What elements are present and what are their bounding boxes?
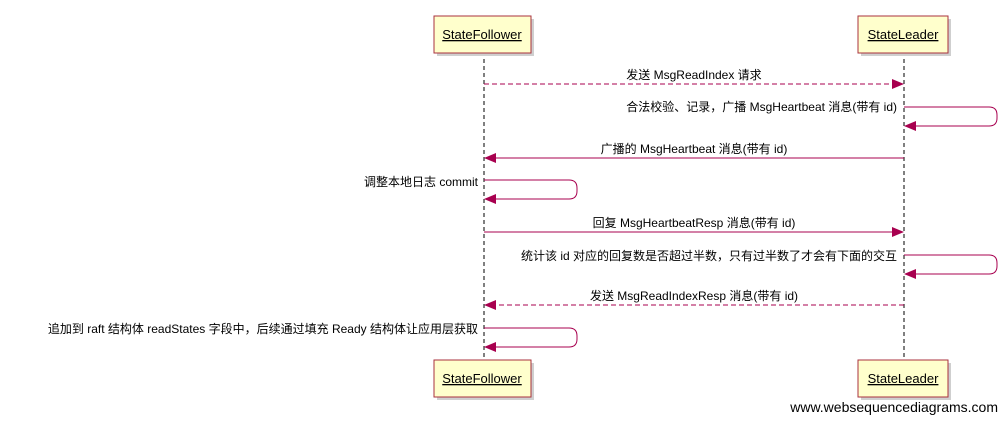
watermark-link[interactable]: www.websequencediagrams.com [789,399,998,415]
message-arrow-6 [904,254,998,279]
participant-label-follower-bottom: StateFollower [442,371,522,386]
participant-box-leader-top: StateLeader [857,15,951,56]
message-label-2: 合法校验、记录，广播 MsgHeartbeat 消息(带有 id) [626,99,897,114]
participant-label-leader-bottom: StateLeader [868,371,940,386]
message-label-6: 统计该 id 对应的回复数是否超过半数，只有过半数了才会有下面的交互 [521,248,897,263]
message-arrow-2 [904,106,998,131]
message-label-5: 回复 MsgHeartbeatResp 消息(带有 id) [593,215,796,230]
participant-box-follower-top: StateFollower [433,15,534,56]
message-arrow-8 [484,327,578,352]
message-arrow-4 [484,179,578,204]
message-label-1: 发送 MsgReadIndex 请求 [626,67,761,82]
message-label-3: 广播的 MsgHeartbeat 消息(带有 id) [601,141,788,156]
participant-box-leader-bottom: StateLeader [857,359,951,400]
message-label-8: 追加到 raft 结构体 readStates 字段中，后续通过填充 Ready… [48,321,478,336]
participant-box-follower-bottom: StateFollower [433,359,534,400]
message-label-7: 发送 MsgReadIndexResp 消息(带有 id) [590,288,798,303]
participant-label-leader-top: StateLeader [868,27,940,42]
message-label-4: 调整本地日志 commit [364,174,479,189]
participant-label-follower-top: StateFollower [442,27,522,42]
